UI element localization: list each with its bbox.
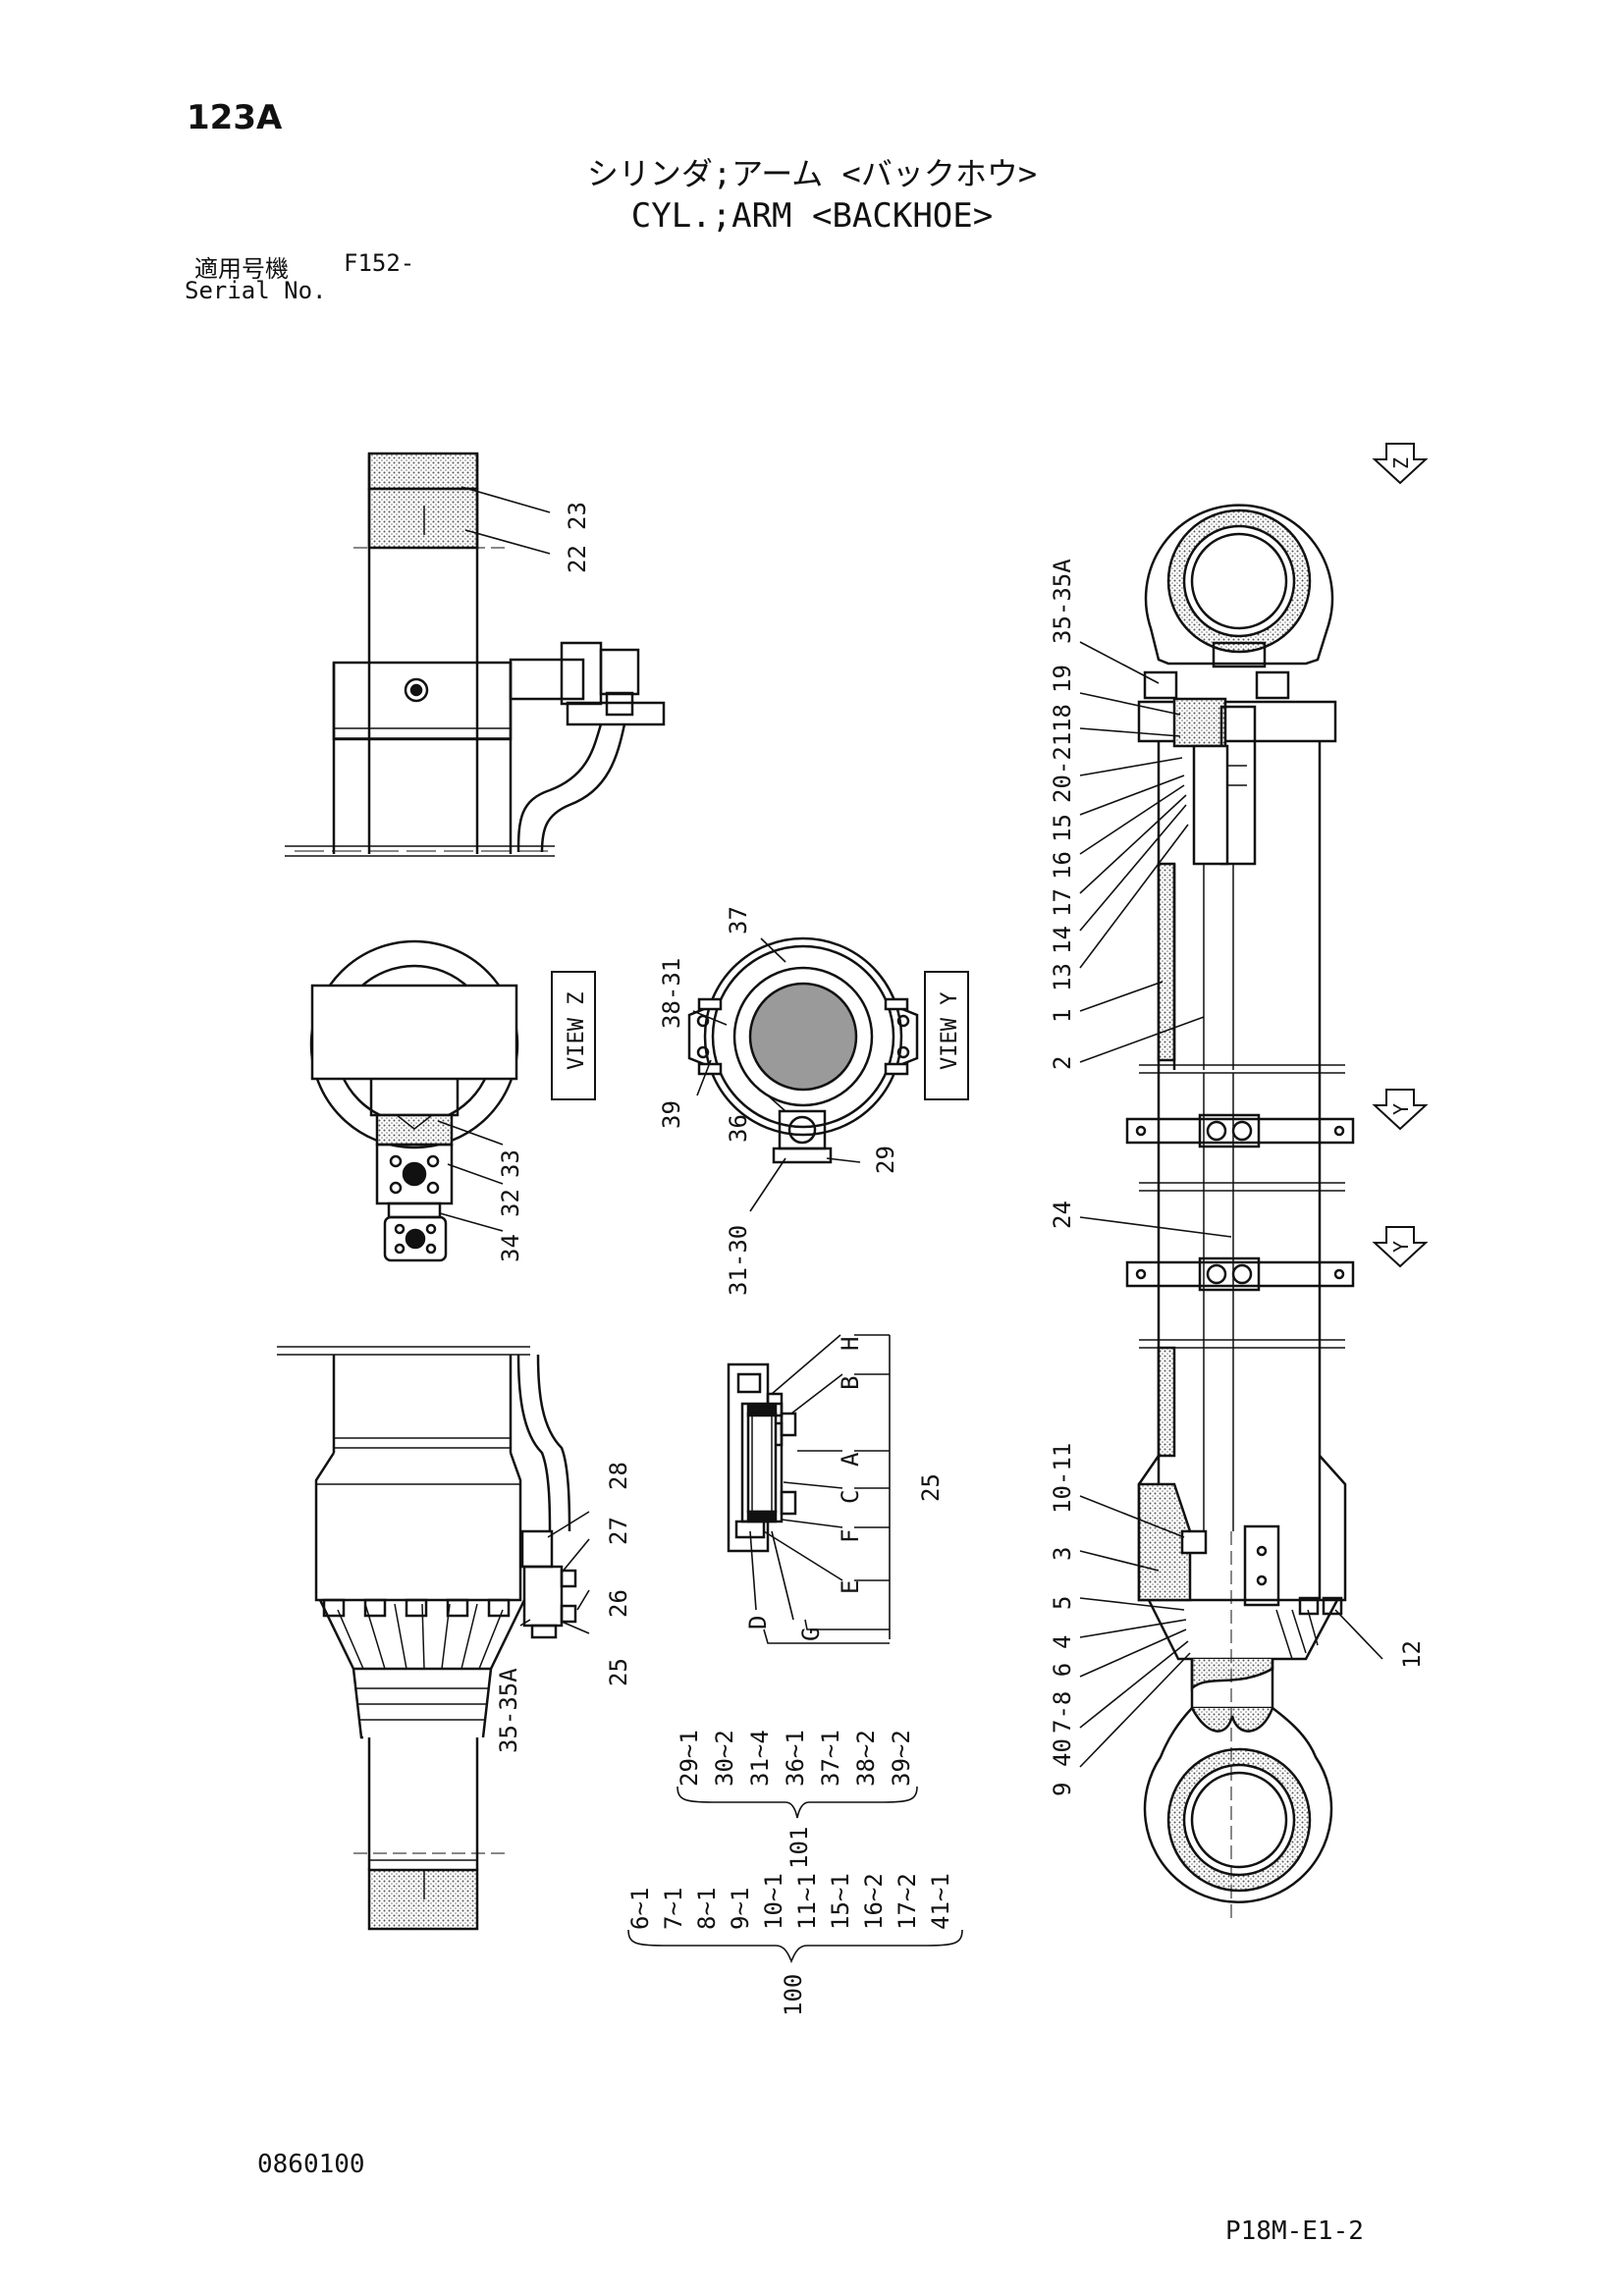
callout-24: 24 bbox=[1049, 1201, 1076, 1229]
kit-100-item: 7~1 bbox=[660, 1888, 687, 1930]
detail-label-h: H bbox=[837, 1337, 864, 1351]
serial-model: F152- bbox=[344, 249, 415, 277]
callout-1: 1 bbox=[1049, 1009, 1076, 1023]
callout-37: 37 bbox=[725, 906, 752, 934]
kit-100-item: 16~2 bbox=[860, 1873, 888, 1930]
detail-label-b: B bbox=[837, 1376, 864, 1390]
callout-31-30: 31-30 bbox=[725, 1225, 752, 1296]
serial-label-japanese: 適用号機 bbox=[194, 255, 289, 283]
view-y-label: VIEW Y bbox=[938, 992, 962, 1070]
callout-23: 23 bbox=[564, 502, 591, 530]
callout-18: 18 bbox=[1049, 704, 1076, 732]
kit-100-item: 6~1 bbox=[626, 1888, 654, 1930]
kit-101-item: 30~2 bbox=[711, 1730, 738, 1787]
callout-2: 2 bbox=[1049, 1056, 1076, 1070]
title-english: CYL.;ARM <BACKHOE> bbox=[630, 196, 994, 236]
callout-38-31: 38-31 bbox=[658, 958, 685, 1029]
kit-100-list: 6~1 7~1 8~1 9~1 10~1 11~1 15~1 16~2 17~2… bbox=[626, 1873, 954, 2016]
kit-100-item: 8~1 bbox=[693, 1888, 721, 1930]
callout-9: 9 bbox=[1049, 1783, 1076, 1796]
kit-100-item: 17~2 bbox=[893, 1873, 921, 1930]
callout-17: 17 bbox=[1049, 888, 1076, 917]
callout-3: 3 bbox=[1049, 1547, 1076, 1561]
callout-4: 4 bbox=[1049, 1635, 1076, 1649]
callout-39: 39 bbox=[658, 1100, 685, 1129]
callout-26: 26 bbox=[605, 1589, 632, 1618]
detail-label-f: F bbox=[837, 1529, 864, 1543]
kit-100-item: 10~1 bbox=[760, 1873, 787, 1930]
kit-101-id: 101 bbox=[785, 1827, 813, 1869]
rod-side-view bbox=[277, 1346, 577, 1931]
detail-label-a: A bbox=[837, 1452, 864, 1467]
leader-lines bbox=[437, 486, 1383, 1964]
reference-code: P18M-E1-2 bbox=[1225, 2216, 1364, 2246]
callout-29: 29 bbox=[872, 1146, 899, 1174]
view-marker-y-2: Y bbox=[1389, 1241, 1413, 1253]
detail-label-c: C bbox=[837, 1490, 864, 1504]
callout-27: 27 bbox=[605, 1517, 632, 1545]
title-japanese: シリンダ;アーム <バックホウ> bbox=[586, 155, 1038, 192]
view-marker-z: Z bbox=[1389, 457, 1413, 469]
kit-100-id: 100 bbox=[780, 1974, 807, 2016]
kit-101-item: 36~1 bbox=[782, 1730, 809, 1787]
kit-101-item: 39~2 bbox=[888, 1730, 915, 1787]
callout-10-11: 10-11 bbox=[1049, 1443, 1076, 1514]
callout-19: 19 bbox=[1049, 665, 1076, 693]
head-side-view bbox=[285, 452, 666, 857]
kit-101-item: 38~2 bbox=[852, 1730, 880, 1787]
callout-7-8-6: 7-8 6 bbox=[1049, 1663, 1076, 1734]
detail-label-g: G bbox=[797, 1628, 825, 1641]
page-number: 123A bbox=[187, 98, 283, 137]
callout-35-35a-right: 35-35A bbox=[1049, 559, 1076, 644]
detail-label-e: E bbox=[837, 1580, 864, 1594]
callout-33: 33 bbox=[497, 1149, 524, 1178]
callout-20-21: 20-21 bbox=[1049, 732, 1076, 803]
detail-label-d: D bbox=[744, 1616, 772, 1629]
view-marker-y-1: Y bbox=[1389, 1103, 1413, 1115]
kit-100-item: 41~1 bbox=[927, 1873, 954, 1930]
callout-25-left: 25 bbox=[605, 1658, 632, 1686]
detail-25-drawing bbox=[727, 1362, 797, 1553]
view-z-drawing bbox=[309, 939, 596, 1262]
kit-100-item: 11~1 bbox=[793, 1873, 821, 1930]
callout-36: 36 bbox=[725, 1114, 752, 1143]
callout-35-35a-left: 35-35A bbox=[495, 1668, 522, 1753]
callout-22: 22 bbox=[564, 545, 591, 573]
view-z-label: VIEW Z bbox=[565, 992, 589, 1070]
callout-34: 34 bbox=[497, 1234, 524, 1262]
callout-32: 32 bbox=[497, 1189, 524, 1217]
kit-101-item: 37~1 bbox=[817, 1730, 844, 1787]
view-y-drawing bbox=[687, 936, 969, 1164]
callout-13: 13 bbox=[1049, 963, 1076, 991]
callout-16: 16 bbox=[1049, 851, 1076, 880]
document-number: 0860100 bbox=[257, 2150, 365, 2179]
callout-40: 40 bbox=[1049, 1738, 1076, 1767]
callout-12: 12 bbox=[1398, 1640, 1426, 1669]
callout-labels: 23 22 33 32 34 VIEW Z VIEW Y 38-31 37 39… bbox=[495, 457, 1426, 2016]
kit-101-item: 29~1 bbox=[676, 1730, 703, 1787]
kit-100-item: 15~1 bbox=[827, 1873, 854, 1930]
callout-28: 28 bbox=[605, 1462, 632, 1490]
cylinder-main-view bbox=[1125, 443, 1429, 1924]
callout-14: 14 bbox=[1049, 926, 1076, 954]
kit-100-item: 9~1 bbox=[727, 1888, 754, 1930]
kit-101-item: 31~4 bbox=[746, 1730, 774, 1787]
serial-label-english: Serial No. bbox=[185, 277, 327, 304]
kit-101-list: 29~1 30~2 31~4 36~1 37~1 38~2 39~2 101 bbox=[676, 1730, 915, 1869]
callout-5: 5 bbox=[1049, 1596, 1076, 1610]
callout-15: 15 bbox=[1049, 814, 1076, 842]
callout-25-detail: 25 bbox=[917, 1473, 945, 1502]
